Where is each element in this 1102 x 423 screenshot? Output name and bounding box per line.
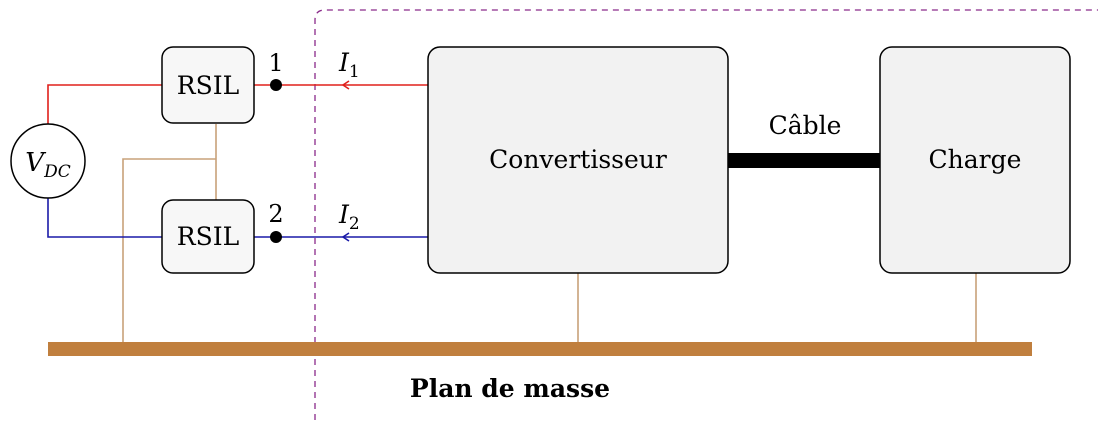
positive-line bbox=[47, 80, 428, 126]
cable-label: Câble bbox=[769, 111, 842, 140]
port-1-label: 1 bbox=[268, 49, 283, 77]
current-1-label: I1 bbox=[338, 48, 360, 82]
source-to-lisn-bottom-wire bbox=[47, 196, 162, 238]
current-2-arrow bbox=[341, 232, 350, 242]
lisn-bottom-label: RSIL bbox=[177, 222, 239, 251]
ground-wire-lisn bbox=[122, 158, 216, 342]
port-2-terminal bbox=[270, 231, 282, 243]
lisn-top-box bbox=[161, 46, 255, 124]
dc-source-circle bbox=[10, 123, 86, 199]
dc-source-label: VDC bbox=[25, 148, 70, 182]
ground-plane-label: Plan de masse bbox=[410, 374, 610, 403]
negative-line bbox=[47, 196, 428, 242]
load-box bbox=[879, 46, 1071, 274]
system-boundary bbox=[314, 9, 1098, 420]
cable-line bbox=[728, 153, 880, 168]
ground-wires bbox=[122, 124, 977, 342]
current-2-label: I2 bbox=[338, 200, 360, 234]
port-1-terminal bbox=[270, 79, 282, 91]
current-1-arrow bbox=[341, 80, 350, 90]
load-label: Charge bbox=[929, 145, 1022, 174]
converter-label: Convertisseur bbox=[489, 145, 667, 174]
port-2-label: 2 bbox=[268, 200, 283, 228]
source-to-lisn-top-wire bbox=[47, 84, 162, 126]
ground-plane-bar bbox=[48, 342, 1032, 356]
lisn-bottom-box bbox=[161, 199, 255, 274]
lisn-top-label: RSIL bbox=[177, 71, 239, 100]
